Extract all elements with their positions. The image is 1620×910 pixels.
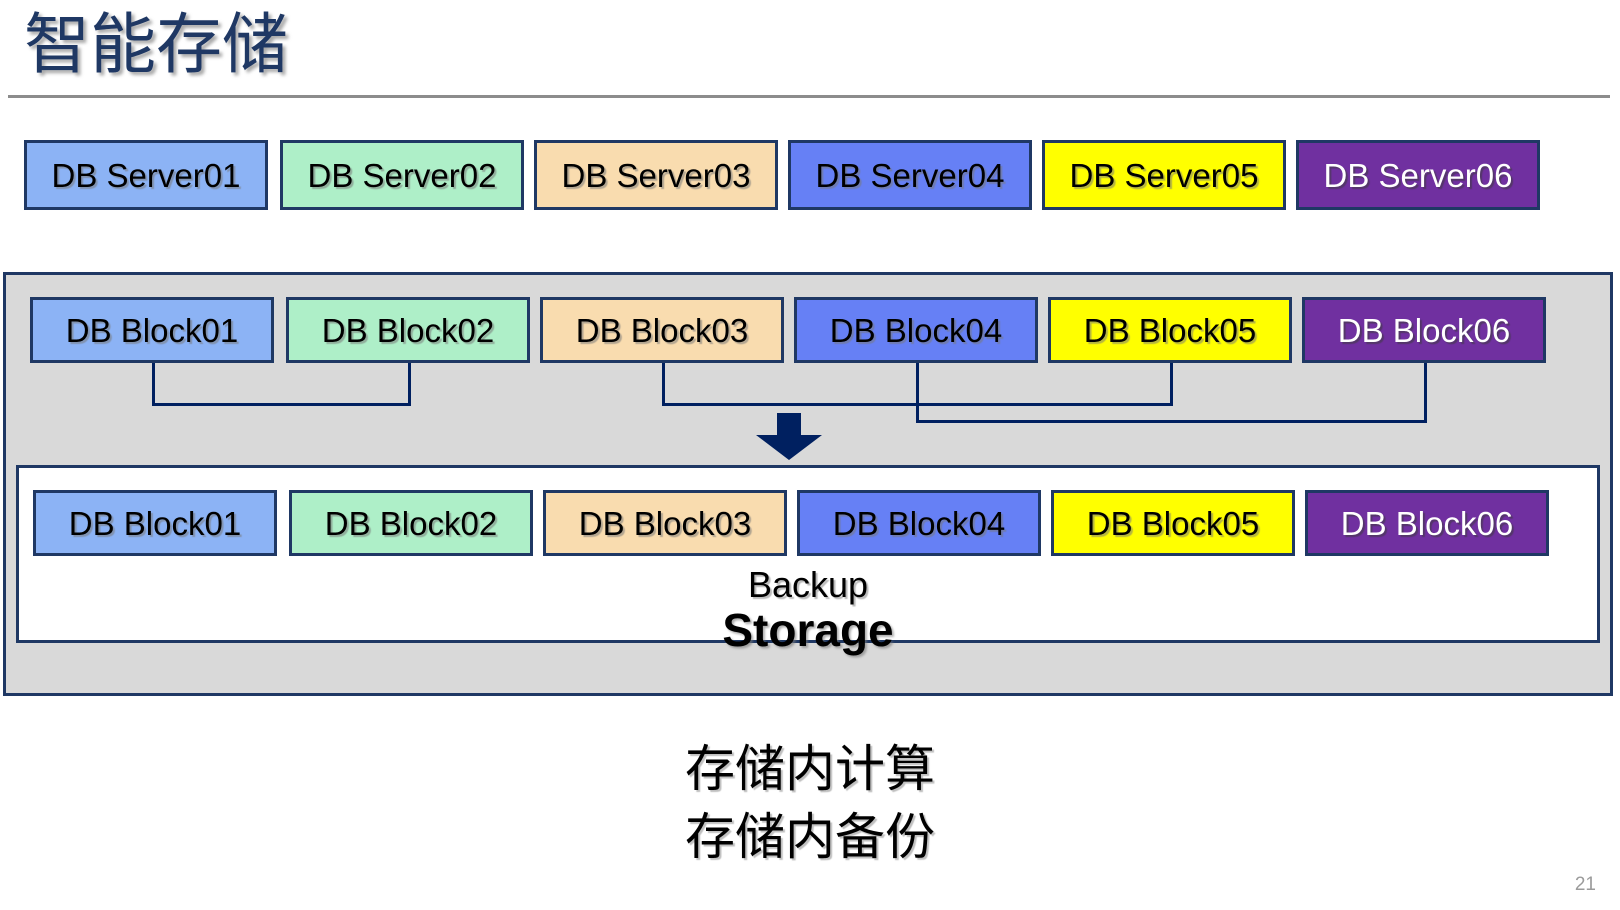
connector-block01-to-block02-target-leg	[408, 363, 411, 403]
backup-region: DB Block01 DB Block02 DB Block03 DB Block04…	[16, 465, 1600, 643]
replicate-down-arrow-icon	[756, 413, 822, 460]
connector-block03-to-block05-target-leg	[1170, 363, 1173, 403]
caption-block: 存储内计算 存储内备份	[0, 735, 1620, 871]
db-server-box-4[interactable]: DB Server04	[788, 140, 1032, 210]
page-title: 智能存储	[24, 7, 288, 81]
connector-block01-to-block02-source-leg	[152, 363, 155, 403]
connector-block01-to-block02-run	[152, 403, 411, 406]
db-block-box-label: DB Block03	[575, 311, 749, 349]
connector-block03-to-block05-source-leg	[662, 363, 665, 403]
db-block-box-5[interactable]: DB Block05	[1048, 297, 1292, 363]
backup-db-block-box-3[interactable]: DB Block03	[543, 490, 787, 556]
title-divider	[8, 95, 1610, 98]
db-server-box-label: DB Server05	[1069, 156, 1259, 194]
db-block-box-2[interactable]: DB Block02	[286, 297, 530, 363]
backup-db-block-box-1[interactable]: DB Block01	[33, 490, 277, 556]
db-server-box-label: DB Server01	[51, 156, 241, 194]
db-block-box-label: DB Block01	[65, 311, 239, 349]
backup-db-block-box-label: DB Block04	[832, 504, 1006, 542]
db-block-box-3[interactable]: DB Block03	[540, 297, 784, 363]
backup-db-block-box-2[interactable]: DB Block02	[289, 490, 533, 556]
backup-db-block-box-label: DB Block06	[1340, 504, 1514, 542]
page-number: 21	[1574, 874, 1596, 895]
db-server-box-label: DB Server06	[1323, 156, 1513, 194]
db-server-box-6[interactable]: DB Server06	[1296, 140, 1540, 210]
backup-db-block-box-label: DB Block02	[324, 504, 498, 542]
caption-line-1: 存储内计算	[685, 741, 935, 797]
connector-block04-to-block06-run	[916, 420, 1427, 423]
db-block-box-4[interactable]: DB Block04	[794, 297, 1038, 363]
backup-db-block-box-4[interactable]: DB Block04	[797, 490, 1041, 556]
backup-db-block-box-5[interactable]: DB Block05	[1051, 490, 1295, 556]
backup-db-block-box-6[interactable]: DB Block06	[1305, 490, 1549, 556]
connector-block04-to-block06-source-leg	[916, 363, 919, 420]
db-server-box-2[interactable]: DB Server02	[280, 140, 524, 210]
db-block-box-label: DB Block05	[1083, 311, 1257, 349]
db-block-box-label: DB Block06	[1337, 311, 1511, 349]
db-server-box-label: DB Server04	[815, 156, 1005, 194]
db-block-box-6[interactable]: DB Block06	[1302, 297, 1546, 363]
db-block-box-label: DB Block02	[321, 311, 495, 349]
db-server-box-5[interactable]: DB Server05	[1042, 140, 1286, 210]
backup-label: Backup	[747, 564, 869, 605]
db-block-box-label: DB Block04	[829, 311, 1003, 349]
db-server-box-label: DB Server02	[307, 156, 497, 194]
connector-block04-to-block06-target-leg	[1424, 363, 1427, 420]
db-block-box-1[interactable]: DB Block01	[30, 297, 274, 363]
storage-container: DB Block01 DB Block02 DB Block03 DB Block04…	[3, 272, 1613, 696]
backup-db-block-box-label: DB Block03	[578, 504, 752, 542]
db-server-box-label: DB Server03	[561, 156, 751, 194]
caption-line-2: 存储内备份	[685, 809, 935, 865]
storage-label: Storage	[722, 604, 894, 656]
db-server-box-3[interactable]: DB Server03	[534, 140, 778, 210]
backup-db-block-box-label: DB Block05	[1086, 504, 1260, 542]
db-server-box-1[interactable]: DB Server01	[24, 140, 268, 210]
backup-db-block-box-label: DB Block01	[68, 504, 242, 542]
